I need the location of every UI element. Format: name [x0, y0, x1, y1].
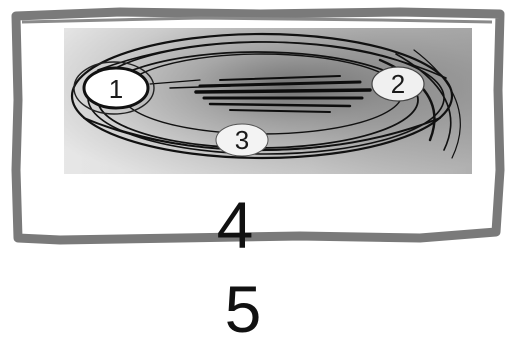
label-3: 3 [222, 125, 262, 155]
label-5: 5 [198, 274, 288, 344]
label-1: 1 [96, 74, 136, 104]
label-4: 4 [190, 190, 280, 260]
outer-frame-inner-stroke [22, 18, 492, 22]
label-2: 2 [378, 69, 418, 99]
